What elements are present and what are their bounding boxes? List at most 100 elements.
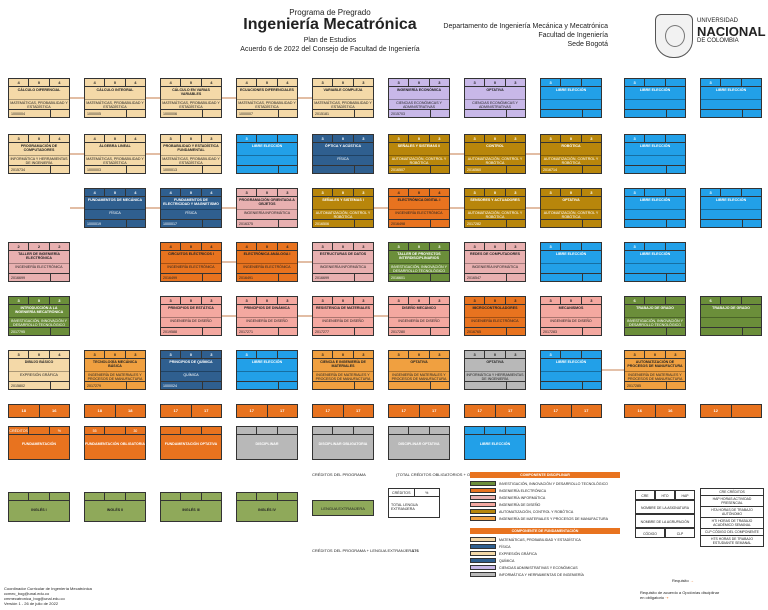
course-group — [701, 209, 761, 219]
hours-cell: 3 — [362, 190, 365, 195]
key-hto: HTO — [655, 490, 675, 500]
hours-cell: 0 — [561, 135, 582, 142]
course-code — [541, 109, 583, 117]
hours-cell: 2 — [9, 243, 30, 250]
legend-swatch — [470, 551, 496, 556]
hours-cell: 0 — [485, 135, 506, 142]
course-group: INGENIERÍA DE MATERIALES Y PROCESOS DE M… — [389, 371, 449, 381]
course-group — [701, 317, 761, 327]
hours-cell: 0 — [485, 189, 506, 196]
hours-cell: 3 — [362, 80, 365, 85]
total-cell: 18 — [128, 408, 133, 413]
course-group — [541, 263, 601, 273]
course-name: PROGRAMACIÓN ORIENTADA A OBJETOS — [239, 198, 295, 207]
block-cell — [333, 427, 354, 434]
hours-cell: 3 — [438, 80, 441, 85]
hours-cell — [582, 351, 601, 358]
english-course[interactable]: INGLÉS II — [84, 492, 146, 522]
block-name: DISCIPLINAR — [255, 442, 279, 446]
english-course[interactable]: INGLÉS I — [8, 492, 70, 522]
footer-line4: Versión 1 - 26 de julio de 2022 — [4, 601, 59, 606]
block-cell — [278, 427, 297, 434]
hours-cell: 0 — [181, 351, 202, 358]
hours-cell: 3 — [541, 243, 562, 250]
hours-cell — [181, 493, 202, 500]
course-group: INFORMÁTICA Y HERRAMIENTAS DE INGENIERÍA — [465, 371, 525, 382]
hours-cell: 3 — [465, 297, 486, 304]
course-code: 1000005 — [85, 109, 127, 117]
footer-contact: Coordinador Curricular de Ingeniería Mec… — [4, 586, 92, 606]
course-group: FÍSICA — [161, 209, 221, 219]
english-course[interactable]: INGLÉS III — [160, 492, 222, 522]
course-component — [203, 381, 221, 389]
course-component — [667, 165, 685, 173]
component-block: DISCIPLINAR — [236, 426, 298, 460]
course-name: CONTROL — [486, 144, 504, 148]
english-course[interactable]: INGLÉS IV — [236, 492, 298, 522]
course-name: LIBRE ELECCIÓN — [715, 198, 747, 202]
course-hours: 3 — [625, 243, 685, 251]
course-group: INGENIERÍA DE DISEÑO — [313, 317, 373, 327]
